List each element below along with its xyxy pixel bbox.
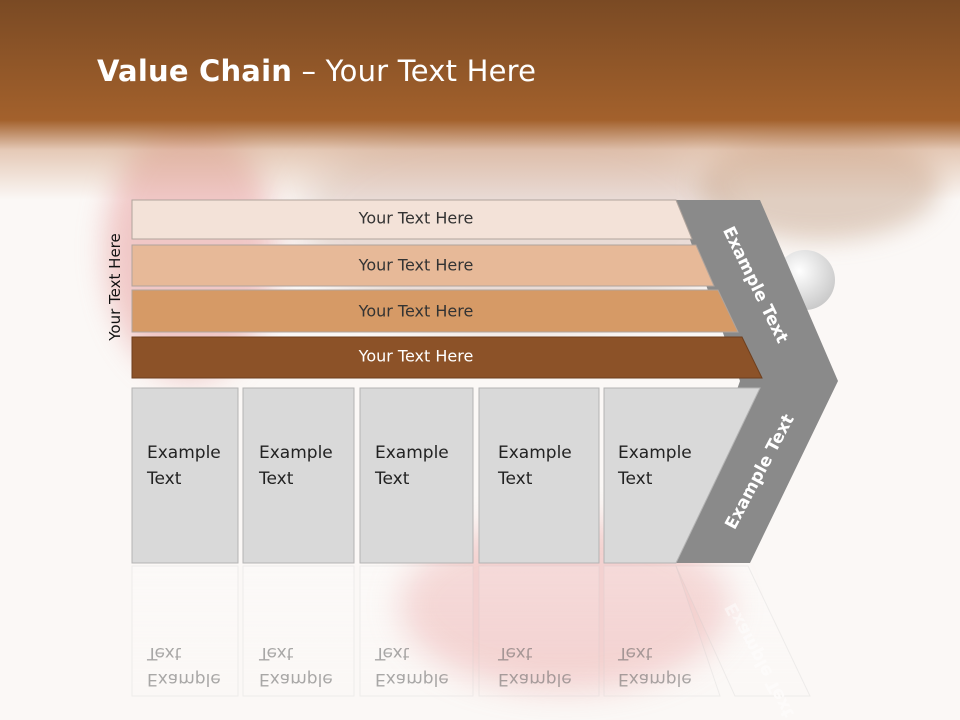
reflection-text-line2: Text: [146, 643, 182, 663]
title-bold: Value Chain: [97, 54, 293, 88]
reflection-text-line1: Example: [498, 669, 572, 689]
activity-box: [359, 387, 474, 564]
activity-box: [242, 387, 355, 564]
box-text-line1: Example: [618, 443, 692, 463]
box-reflection: [242, 565, 355, 697]
box-text-line1: Example: [259, 443, 333, 463]
bar: [131, 289, 739, 333]
bar-label: Your Text Here: [358, 256, 474, 275]
bar: [131, 336, 763, 379]
activity-box: [478, 387, 600, 564]
activity-box: [131, 387, 239, 564]
reflection-text-line1: Example: [375, 669, 449, 689]
bar-label: Your Text Here: [358, 302, 474, 321]
box-text-line1: Example: [375, 443, 449, 463]
box-text-line1: Example: [147, 443, 221, 463]
chevron-reflection: [675, 565, 811, 697]
reflection-text-line2: Text: [258, 643, 294, 663]
box-reflection: [131, 565, 239, 697]
box-text-line2: Text: [374, 469, 410, 489]
reflection-text-line2: Text: [617, 643, 653, 663]
box-text-line2: Text: [617, 469, 653, 489]
reflection-text-line2: Text: [497, 643, 533, 663]
bar: [131, 199, 693, 240]
slide-title: Value Chain – Your Text Here: [97, 54, 536, 88]
reflection-text-line1: Example: [259, 669, 333, 689]
title-rest: – Your Text Here: [292, 54, 537, 88]
box-reflection: [603, 565, 721, 697]
bar-label: Your Text Here: [358, 209, 474, 228]
reflection-text-line1: Example: [618, 669, 692, 689]
box-text-line1: Example: [498, 443, 572, 463]
bar: [131, 244, 715, 287]
box-reflection: [359, 565, 474, 697]
reflection-group: Example Text Example Text Example Text E…: [131, 565, 811, 720]
activity-box: [603, 387, 761, 564]
reflection-text-line2: Text: [374, 643, 410, 663]
box-text-line2: Text: [497, 469, 533, 489]
header-band: [0, 0, 960, 200]
box-text-line2: Text: [258, 469, 294, 489]
box-text-line2: Text: [146, 469, 182, 489]
box-reflection: [478, 565, 600, 697]
reflection-text-line1: Example: [147, 669, 221, 689]
bar-label: Your Text Here: [358, 347, 474, 366]
